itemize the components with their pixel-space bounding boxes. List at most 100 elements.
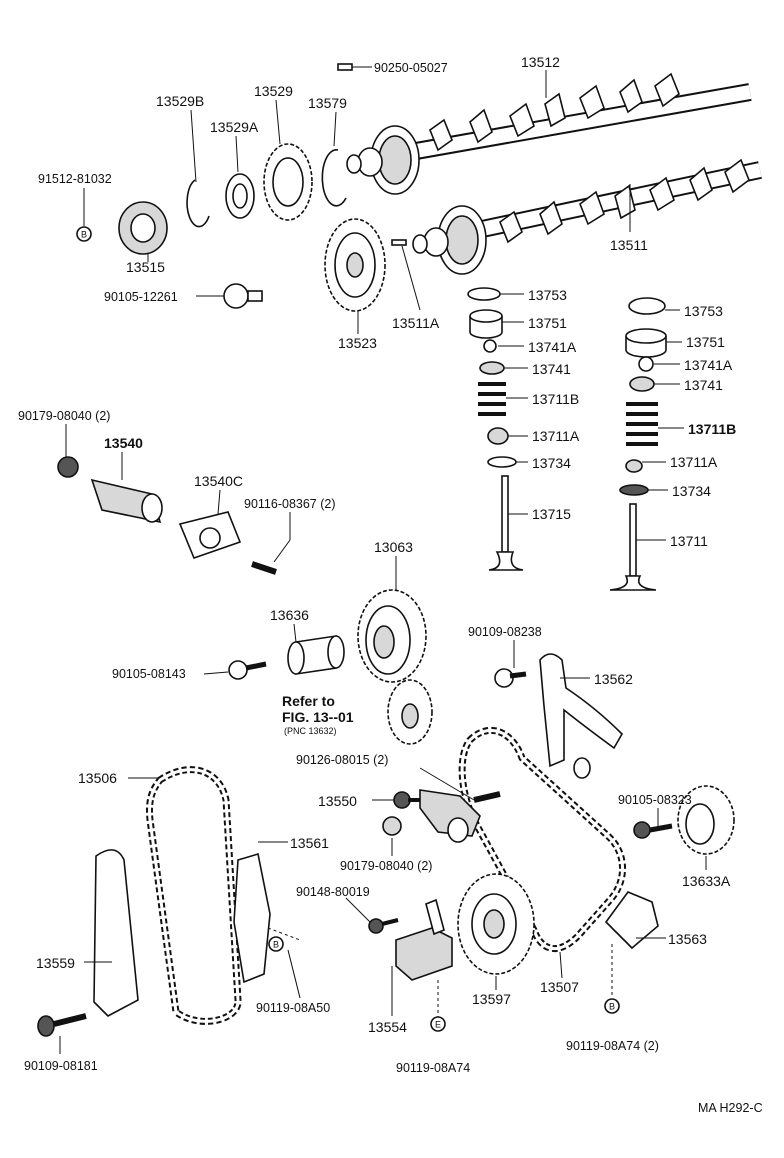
bolt-90105-08323 <box>633 821 673 839</box>
label-13523: 13523 <box>338 335 377 351</box>
tensioner-13540 <box>90 478 163 524</box>
nut-90179-08040 <box>57 456 79 478</box>
knock-pin-90250 <box>337 63 353 71</box>
drawing-code: MA H292-C <box>698 1101 763 1115</box>
sprocket-13597 <box>457 873 535 975</box>
chain-13506 <box>146 766 242 1025</box>
refer-line1: Refer to <box>282 693 335 709</box>
label-13734-l: 13734 <box>532 455 571 471</box>
label-13734-r: 13734 <box>672 483 711 499</box>
label-90148-80019: 90148-80019 <box>296 885 370 899</box>
marker-e: E <box>430 1016 446 1032</box>
svg-text:E: E <box>435 1020 441 1030</box>
label-13711B-l: 13711B <box>532 391 579 407</box>
label-13540: 13540 <box>104 435 143 451</box>
bolt-90148-80019 <box>368 918 399 934</box>
label-13633A: 13633A <box>682 873 731 889</box>
refer-line3: (PNC 13632) <box>284 726 337 736</box>
label-13563: 13563 <box>668 931 707 947</box>
label-90119-08A74: 90119-08A74 <box>396 1061 470 1075</box>
label-90119-08A50: 90119-08A50 <box>256 1001 330 1015</box>
sleeve-13636 <box>287 635 345 675</box>
label-13711A-r: 13711A <box>670 454 718 470</box>
marker-b-3: B <box>604 998 620 1014</box>
label-13711: 13711 <box>670 533 708 549</box>
label-13562: 13562 <box>594 671 633 687</box>
label-13751-r: 13751 <box>686 334 725 350</box>
marker-b-2: B <box>268 936 284 952</box>
label-13711B-r: 13711B <box>688 421 736 437</box>
bolt-90109-08238 <box>494 668 527 688</box>
camshaft-13511 <box>412 158 762 275</box>
camshaft-13512 <box>346 72 752 195</box>
chain-guide-13563 <box>604 891 659 950</box>
gear-13632-ref <box>387 679 433 745</box>
bolt-90105-08143 <box>228 660 267 680</box>
ring-13529B <box>186 179 210 228</box>
pin-13511A <box>391 239 407 246</box>
label-13561: 13561 <box>290 835 329 851</box>
svg-text:B: B <box>609 1002 615 1012</box>
label-13741A-r: 13741A <box>684 357 733 373</box>
label-13511: 13511 <box>610 237 648 253</box>
label-90179-08040-b: 90179-08040 (2) <box>340 859 432 873</box>
label-13741-l: 13741 <box>532 361 571 377</box>
label-13741-r: 13741 <box>684 377 723 393</box>
label-13529: 13529 <box>254 83 293 99</box>
label-13529B: 13529B <box>156 93 204 109</box>
label-13554: 13554 <box>368 1019 407 1035</box>
label-13636: 13636 <box>270 607 309 623</box>
bolt-90109-08181 <box>37 1013 87 1037</box>
label-13063: 13063 <box>374 539 413 555</box>
marker-b-1: B <box>76 226 92 242</box>
label-90179-08040-a: 90179-08040 (2) <box>18 409 110 423</box>
label-13579: 13579 <box>308 95 347 111</box>
label-90126-08015: 90126-08015 (2) <box>296 753 388 767</box>
chain-guide-13559 <box>93 849 139 1017</box>
sprocket-13523 <box>324 218 386 312</box>
label-90116-08367: 90116-08367 (2) <box>244 497 336 511</box>
label-90105-08143: 90105-08143 <box>112 667 186 681</box>
svg-text:B: B <box>81 230 87 240</box>
svg-text:B: B <box>273 940 279 950</box>
label-13741A-l: 13741A <box>528 339 577 355</box>
gear-13633A <box>677 785 735 855</box>
chain-13507 <box>458 726 626 952</box>
guide-13562 <box>539 653 623 779</box>
part-labels: 13512 90250-05027 13529B 13529 13579 135… <box>18 54 763 1115</box>
tensioner-13554 <box>395 898 453 981</box>
label-13550: 13550 <box>318 793 357 809</box>
label-13515: 13515 <box>126 259 165 275</box>
gear-13515 <box>118 201 168 255</box>
nut-90179-08040-b <box>382 816 402 836</box>
label-13597: 13597 <box>472 991 511 1007</box>
valve-train-right <box>609 297 667 591</box>
label-90105-12261: 90105-12261 <box>104 290 178 304</box>
label-90105-08323: 90105-08323 <box>618 793 692 807</box>
label-13512: 13512 <box>521 54 560 70</box>
label-90250-05027: 90250-05027 <box>374 61 448 75</box>
label-13529A: 13529A <box>210 119 259 135</box>
tensioner-13550 <box>419 789 481 843</box>
gear-13529 <box>263 143 313 221</box>
leader-lines <box>59 66 707 1054</box>
label-90109-08181: 90109-08181 <box>24 1059 98 1073</box>
label-91512-81032: 91512-81032 <box>38 172 112 186</box>
label-90119-08A74-2: 90119-08A74 (2) <box>566 1039 659 1053</box>
valve-train-left <box>467 287 524 571</box>
bolt-90126-08015 <box>473 791 501 803</box>
label-13751-l: 13751 <box>528 315 567 331</box>
bolt-90105-12261 <box>223 283 263 309</box>
label-13711A-l: 13711A <box>532 428 580 444</box>
refer-line2: FIG. 13--01 <box>282 709 354 725</box>
gasket-13540C <box>178 511 242 560</box>
damper-13561 <box>233 852 271 984</box>
label-90109-08238: 90109-08238 <box>468 625 542 639</box>
stud-90116-08367 <box>251 561 277 575</box>
label-13715: 13715 <box>532 506 571 522</box>
label-13753-l: 13753 <box>528 287 567 303</box>
label-13753-r: 13753 <box>684 303 723 319</box>
label-13506: 13506 <box>78 770 117 786</box>
label-13511A: 13511A <box>392 315 440 331</box>
